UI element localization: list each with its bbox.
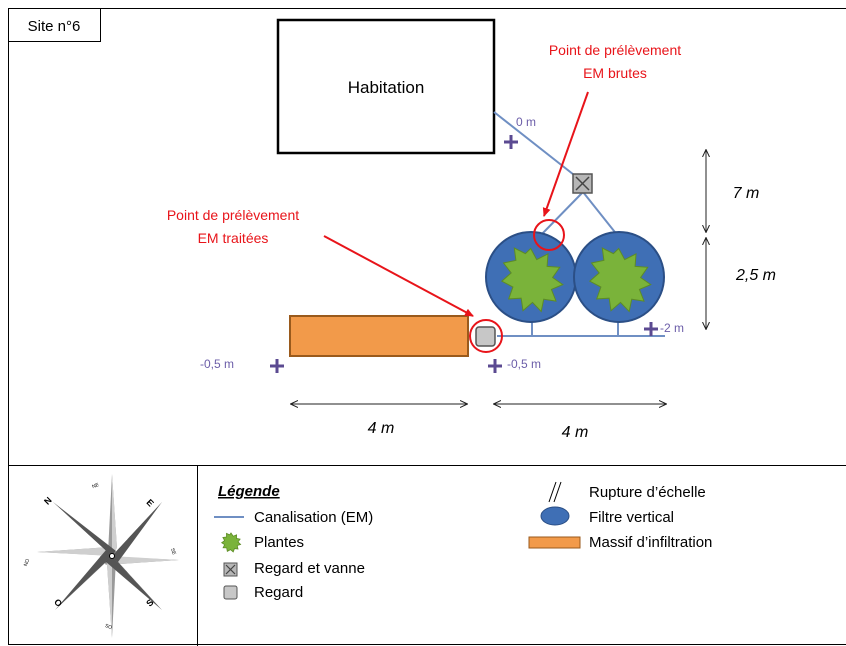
elevation-right: -0,5 m — [507, 357, 541, 371]
elevation-bottom: -2 m — [660, 321, 684, 335]
plant-icon — [500, 247, 564, 313]
habitation-building — [276, 18, 496, 155]
elevation-plus-0 — [504, 135, 518, 149]
dimension-arrows — [291, 150, 706, 404]
vertical-filter-1 — [485, 231, 577, 323]
manhole — [475, 326, 496, 347]
legend-item-massif: Massif d’infiltration — [589, 534, 712, 551]
sampling-arrow-treated — [323, 235, 474, 317]
legend-item-valve: Regard et vanne — [254, 560, 365, 577]
manhole-valve-icon — [223, 562, 238, 577]
elevation-plus-left — [270, 359, 284, 373]
elevation-marks — [270, 135, 658, 373]
compass-e: E — [144, 497, 155, 508]
legend-title: Légende — [218, 483, 280, 500]
pipe-valve-to-filter-1 — [539, 191, 584, 237]
infiltration-bed — [289, 315, 469, 357]
sampling-arrow-raw — [542, 91, 589, 217]
dimension-label-4m-right: 4 m — [562, 424, 589, 441]
legend-item-manhole: Regard — [254, 584, 303, 601]
plant-icon — [220, 532, 242, 553]
elevation-plus-right — [488, 359, 502, 373]
compass-n: N — [42, 495, 54, 507]
compass-rose-icon — [37, 474, 179, 638]
compass-so: SO — [104, 623, 113, 631]
vertical-filter-2 — [573, 231, 665, 323]
site-label: Site n°6 — [28, 18, 81, 35]
sampling-point-treated-circle — [469, 319, 503, 353]
manhole-icon — [223, 585, 238, 600]
sampling-point-raw-circle — [533, 219, 565, 251]
sampling-treated-line2: EM traitées — [198, 230, 269, 246]
sampling-raw-line2: EM brutes — [583, 65, 647, 81]
dimension-label-4m-left: 4 m — [368, 420, 395, 437]
pipe-house-to-valve — [493, 111, 584, 183]
infiltration-bed-icon — [528, 536, 581, 549]
elevation-zero: 0 m — [516, 115, 536, 129]
compass-o: O — [52, 597, 64, 609]
compass-se: SE — [169, 547, 177, 556]
site-label-box — [8, 8, 101, 42]
habitation-label: Habitation — [348, 78, 425, 97]
legend-item-pipe: Canalisation (EM) — [254, 509, 373, 526]
compass-no: NO — [23, 558, 31, 567]
pipe-network — [493, 111, 665, 337]
compass-s: S — [144, 597, 155, 608]
legend-item-filter: Filtre vertical — [589, 509, 674, 526]
elevation-plus-bottom — [644, 322, 658, 336]
pipe-valve-to-filter-2 — [582, 191, 619, 237]
compass-ne: NE — [91, 482, 100, 490]
manhole-valve — [572, 173, 593, 194]
dimension-label-7m: 7 m — [733, 185, 760, 202]
legend-item-scale-break: Rupture d’échelle — [589, 484, 706, 501]
diagram-frame — [8, 8, 846, 645]
dimension-label-2-5m: 2,5 m — [735, 267, 776, 284]
legend-item-plants: Plantes — [254, 534, 304, 551]
plant-icon — [588, 247, 652, 313]
vertical-filter-icon — [540, 506, 570, 526]
scale-break-icon — [548, 481, 562, 503]
sampling-raw-line1: Point de prélèvement — [549, 42, 681, 58]
sampling-treated-line1: Point de prélèvement — [167, 207, 299, 223]
elevation-left: -0,5 m — [200, 357, 234, 371]
